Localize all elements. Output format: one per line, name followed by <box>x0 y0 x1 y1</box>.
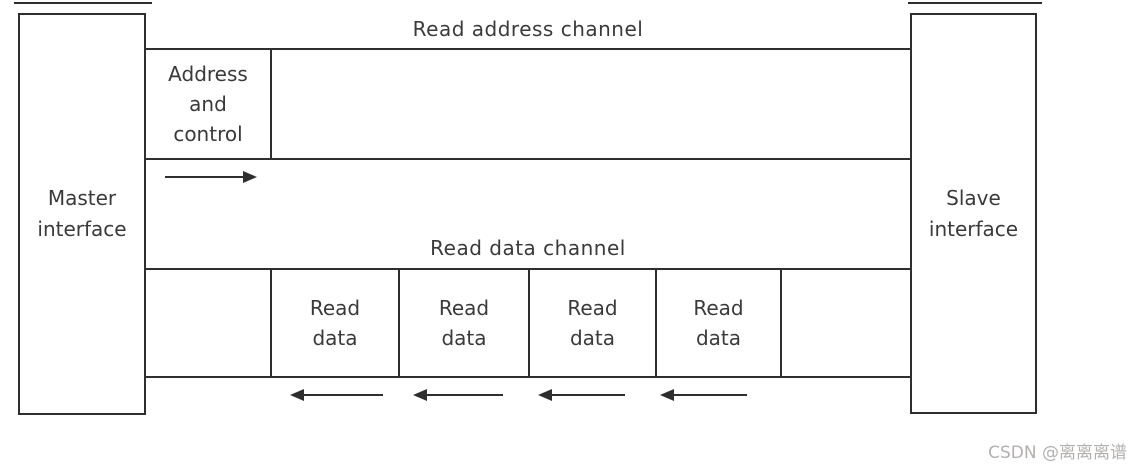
data-channel-empty-cell-left <box>146 270 272 376</box>
address-and-control-label: Address and control <box>168 62 248 146</box>
csdn-watermark: CSDN @离离离谱 <box>988 443 1127 463</box>
slave-interface-label: Slave interface <box>928 185 1019 241</box>
read-data-label: Read data <box>438 296 490 350</box>
read-data-label: Read data <box>693 296 744 350</box>
address-channel-empty-cell <box>272 50 910 158</box>
read-data-channel-title: Read data channel <box>430 236 626 260</box>
read-data-label: Read data <box>567 296 618 350</box>
read-data-cell: Read data <box>272 270 400 376</box>
read-data-cell: Read data <box>400 270 530 376</box>
master-interface-box: Master interface <box>18 13 146 415</box>
read-data-cell: Read data <box>530 270 657 376</box>
read-data-label: Read data <box>309 296 361 350</box>
read-data-channel-band: Read data Read data Read data Read data <box>146 268 910 378</box>
read-address-channel-band: Address and control <box>146 48 910 160</box>
slave-interface-box: Slave interface <box>910 13 1037 414</box>
read-address-channel-title: Read address channel <box>412 17 644 41</box>
top-cut-line-right <box>908 2 1042 4</box>
top-cut-line-left <box>14 2 152 4</box>
read-data-cell: Read data <box>657 270 782 376</box>
data-channel-empty-cell-right <box>782 270 910 376</box>
address-and-control-cell: Address and control <box>146 50 272 158</box>
master-interface-label: Master interface <box>37 186 127 241</box>
